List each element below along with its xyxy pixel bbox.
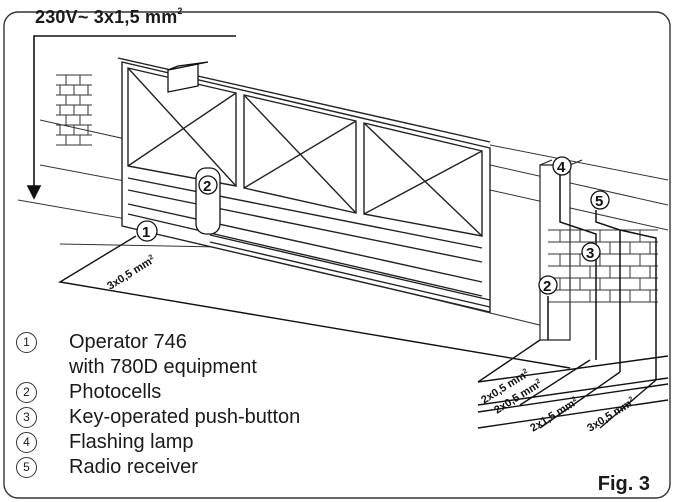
supply-cable	[26, 35, 236, 200]
operator-motor	[167, 61, 209, 93]
svg-text:5: 5	[595, 193, 603, 210]
callout-2-gate: 2	[198, 175, 218, 195]
svg-text:4: 4	[557, 159, 566, 176]
cable-label-operator: 3x0,5 mm2	[105, 254, 157, 293]
legend-item: with 780D equipment	[69, 356, 257, 378]
right-wiring	[547, 175, 657, 380]
callout-3: 3	[581, 242, 601, 262]
cable-label-4: 3x0,5 mm2	[585, 396, 637, 435]
left-brick-wall	[56, 74, 92, 146]
sliding-gate	[117, 57, 491, 313]
cable-label-3: 2x1,5 mm2	[528, 396, 580, 435]
supply-label: 230V~ 3x1,5 mm2	[35, 6, 183, 27]
figure-frame	[3, 11, 671, 499]
callout-4: 4	[552, 156, 572, 176]
figure-label: Fig. 3	[597, 473, 650, 495]
callout-5: 5	[590, 190, 610, 210]
callout-2-post: 2	[538, 275, 558, 295]
svg-text:3: 3	[586, 245, 594, 262]
cable-lanes	[58, 235, 669, 429]
right-post	[539, 159, 583, 341]
svg-text:1: 1	[142, 224, 150, 241]
callout-1: 1	[136, 220, 158, 242]
svg-text:2: 2	[203, 178, 211, 195]
svg-text:2: 2	[543, 278, 551, 295]
